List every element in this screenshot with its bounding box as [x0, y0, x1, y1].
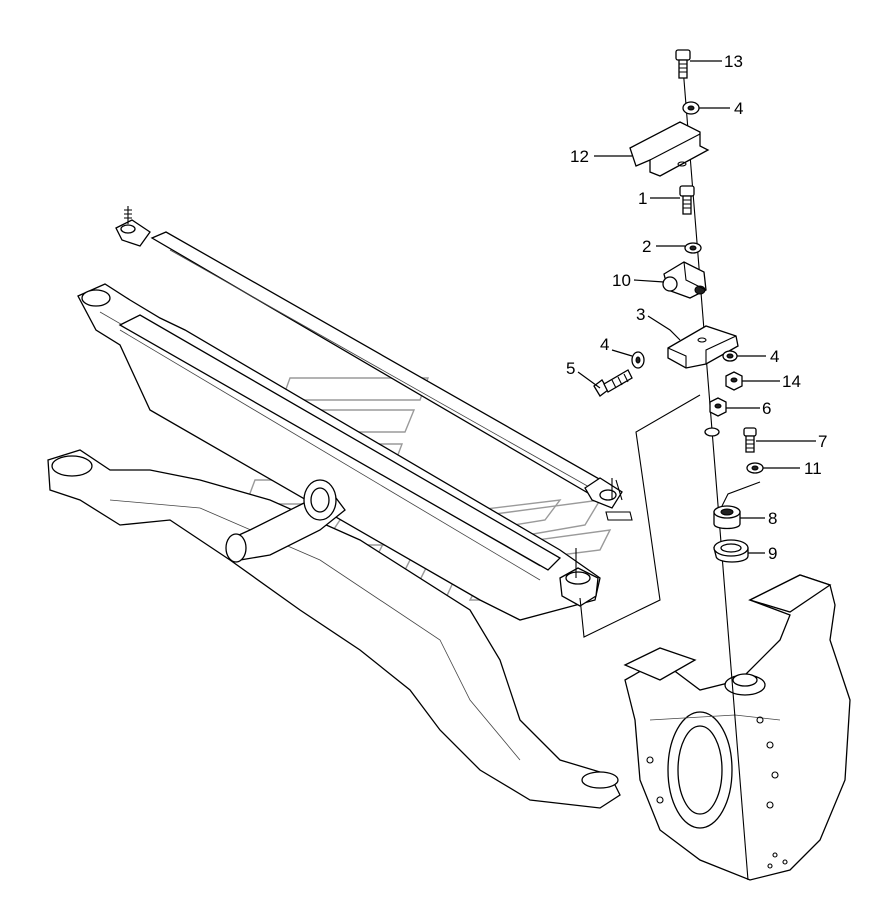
callout-11: 11 — [804, 459, 822, 478]
callout-8: 8 — [768, 509, 777, 528]
part-7-screw — [743, 427, 757, 453]
part-13-bolt — [675, 49, 691, 79]
part-4-washer-right — [722, 350, 738, 362]
part-12-cover — [629, 121, 710, 177]
part-2-washer — [684, 242, 702, 254]
callout-3: 3 — [636, 305, 645, 324]
part-14-nut — [725, 371, 743, 391]
callout-14: 14 — [782, 372, 801, 391]
callout-labels: 13 4 12 1 2 10 3 4 4 5 14 6 7 11 8 9 — [566, 52, 827, 563]
callout-10: 10 — [612, 271, 631, 290]
part-lock-washer — [704, 427, 720, 437]
callout-2: 2 — [642, 237, 651, 256]
part-10-sensor — [662, 261, 707, 299]
part-1-bolt — [679, 185, 695, 215]
tie-rod — [115, 206, 633, 521]
callout-1: 1 — [638, 189, 647, 208]
callout-13: 13 — [724, 52, 743, 71]
part-6-nut — [709, 397, 727, 417]
routing-line-right — [719, 481, 761, 511]
callout-4-right: 4 — [770, 347, 779, 366]
callout-4-left: 4 — [600, 335, 609, 354]
callout-12: 12 — [570, 147, 589, 166]
steering-knuckle — [623, 574, 851, 881]
part-3-bracket — [667, 325, 739, 369]
part-8-bushing — [713, 505, 741, 530]
callout-leaders — [577, 60, 816, 554]
callout-4-top: 4 — [734, 99, 743, 118]
part-5-bolt — [593, 369, 633, 397]
callout-7: 7 — [818, 432, 827, 451]
part-4-washer-left — [631, 351, 645, 369]
callout-5: 5 — [566, 359, 575, 378]
callout-9: 9 — [768, 544, 777, 563]
callout-6: 6 — [762, 399, 771, 418]
part-4-washer-top — [682, 101, 700, 115]
part-11-washer — [746, 462, 764, 474]
routing-line-left — [579, 394, 701, 638]
part-9-seal — [713, 539, 749, 563]
axle-beam — [47, 283, 621, 809]
